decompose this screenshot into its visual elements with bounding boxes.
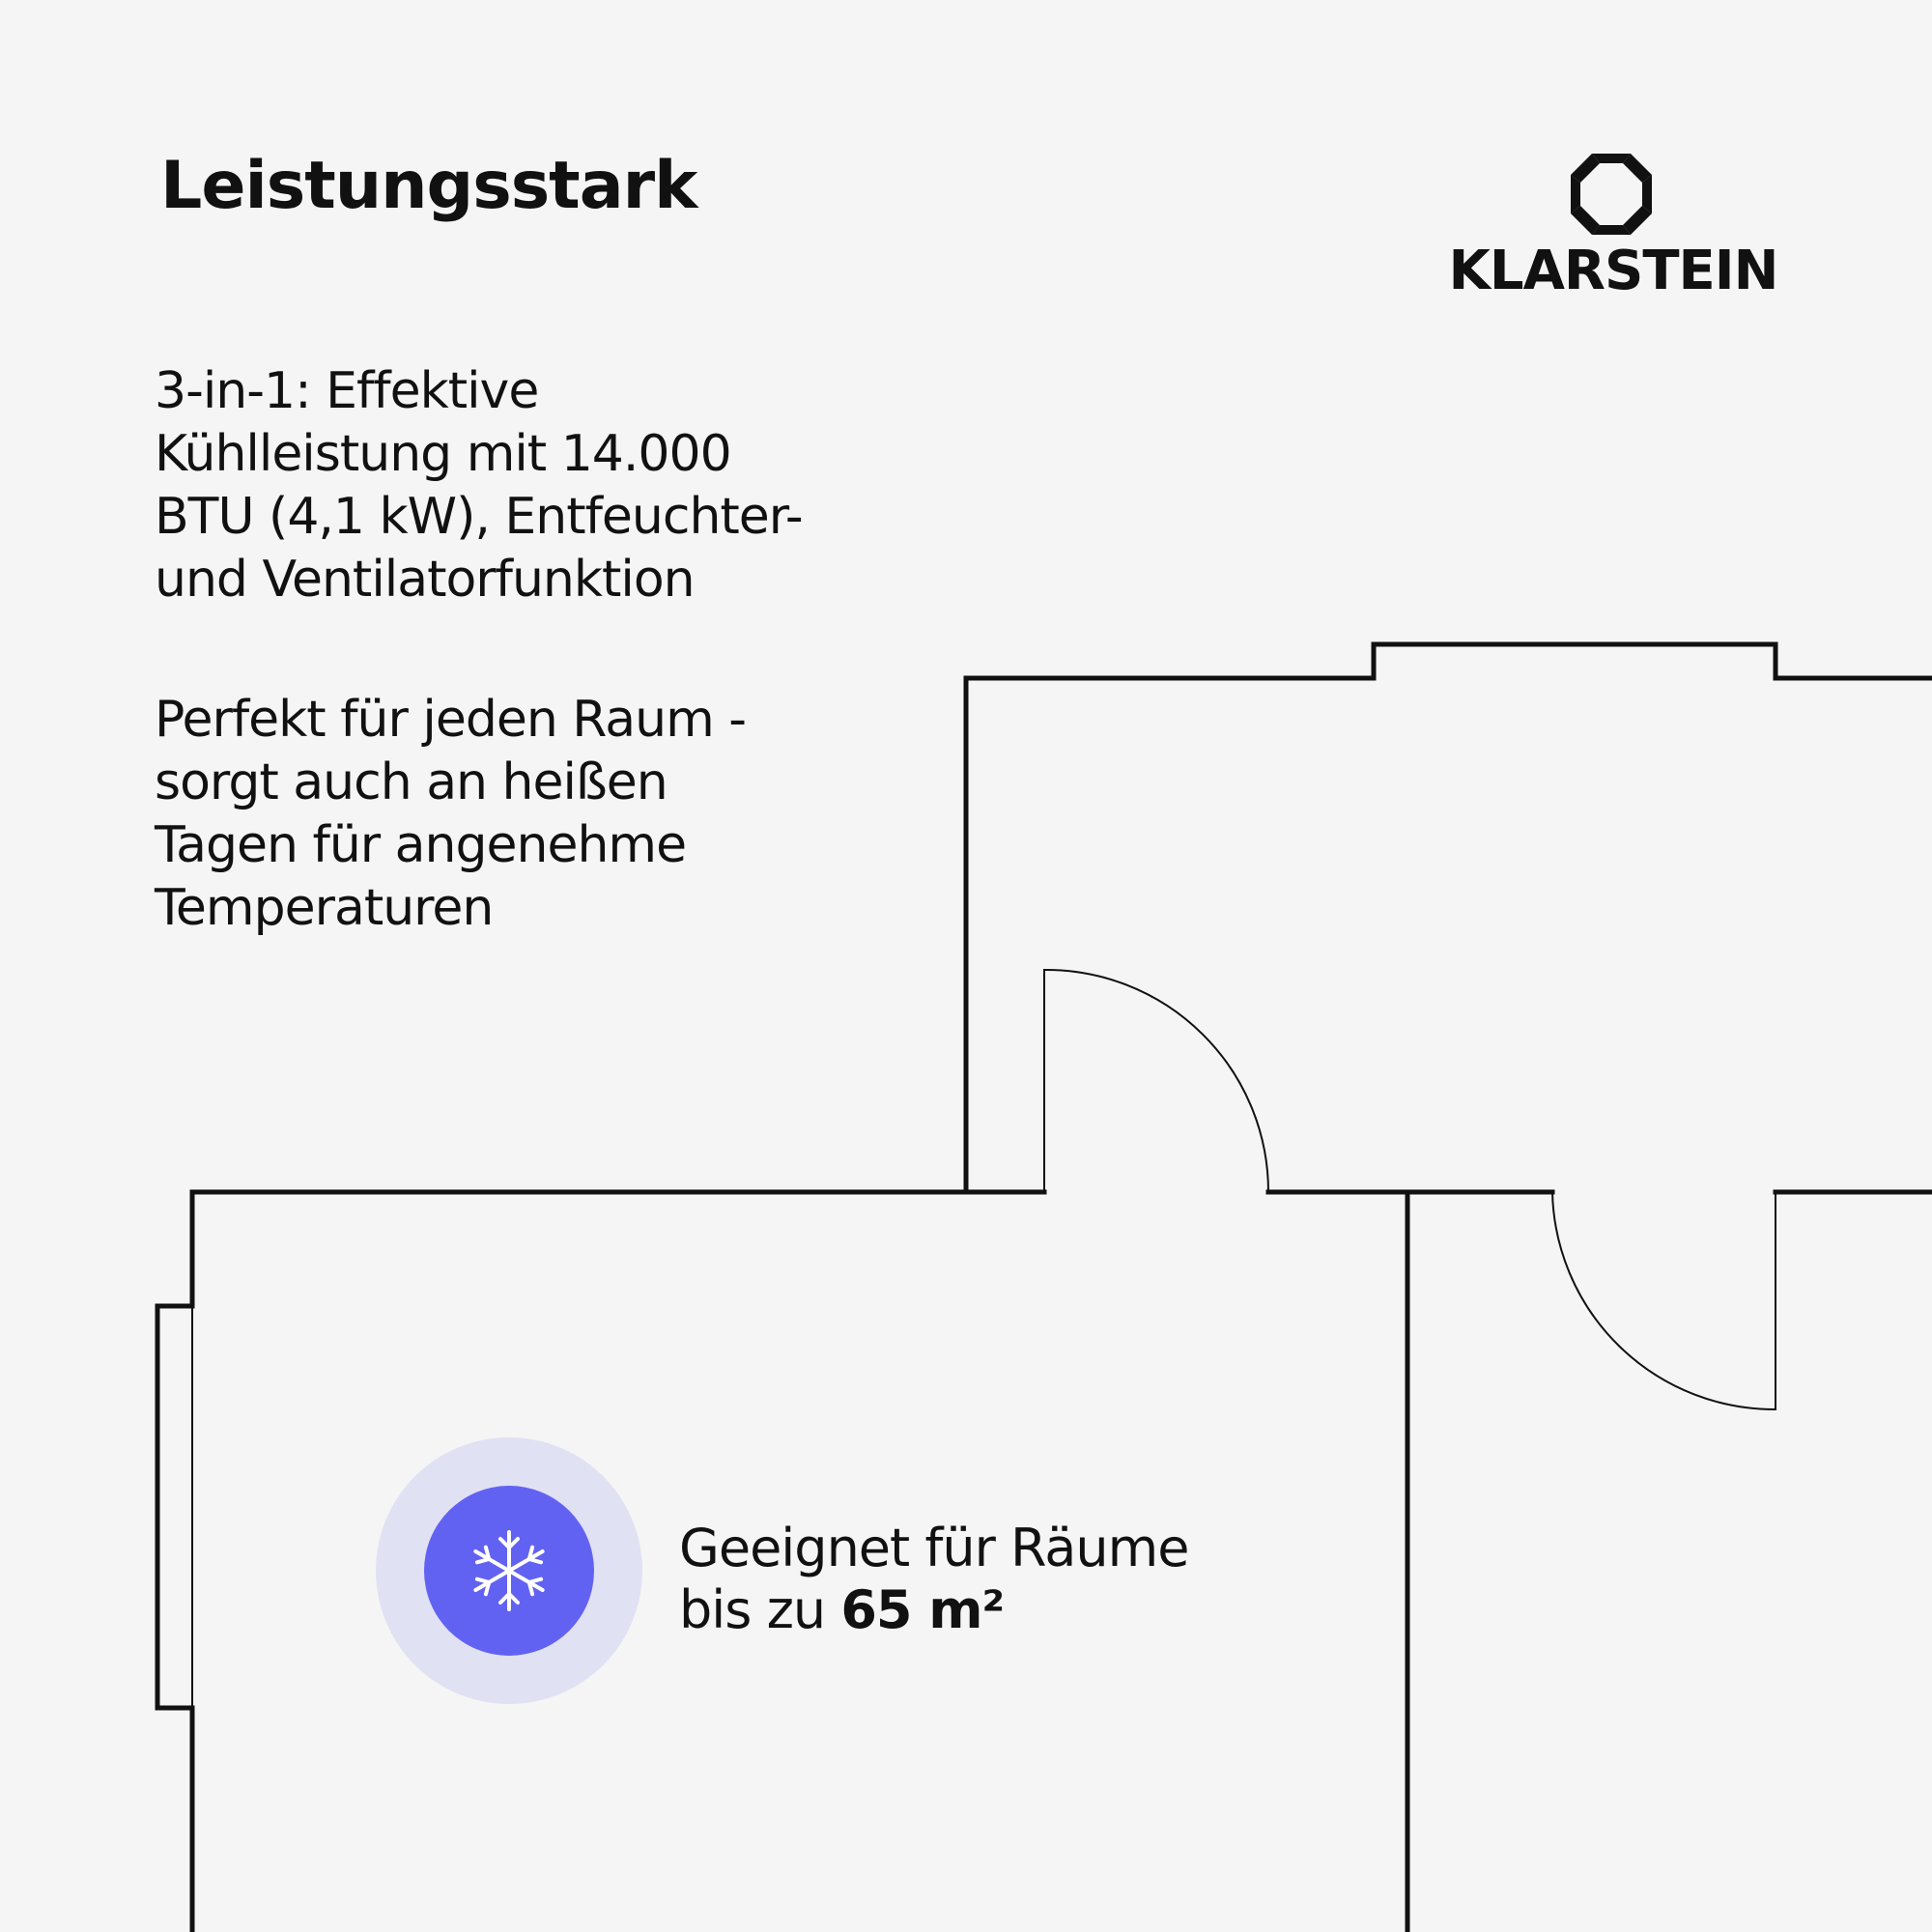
left-window [155,1303,195,1711]
room-size-label: Geeignet für Räume bis zu 65 m² [679,1518,1189,1641]
description-line: und Ventilatorfunktion [155,551,696,609]
room-size-prefix: bis zu [679,1579,841,1640]
feature-description: 3-in-1: Effektive Kühlleistung mit 14.00… [155,360,889,611]
room-size-value: 65 m² [840,1579,1005,1640]
description-line: BTU (4,1 kW), Entfeuchter- [155,488,804,546]
upper-room-wall [963,675,1377,1193]
room-size-line-1: Geeignet für Räume [679,1518,1189,1578]
description-line: Kühlleistung mit 14.000 [155,425,732,483]
benefit-line: Tagen für angenehme [155,816,687,874]
benefit-description: Perfekt für jeden Raum - sorgt auch an h… [155,689,889,940]
door-2-swing [1550,1190,1777,1411]
description-line: 3-in-1: Effektive [155,362,539,420]
benefit-line: sorgt auch an heißen [155,753,668,811]
klarstein-logo-icon [1571,154,1652,235]
upper-window [1371,641,1778,681]
headline: Leistungsstark [160,148,697,224]
benefit-line: Perfekt für jeden Raum - [155,691,747,749]
room-size-line-2: bis zu 65 m² [679,1579,1188,1641]
door-1-swing [1042,968,1270,1194]
brand-name: KLARSTEIN [1448,240,1778,302]
brand-logo: KLARSTEIN [1430,150,1797,314]
snowflake-icon [473,1530,545,1611]
benefit-line: Temperaturen [155,879,494,937]
